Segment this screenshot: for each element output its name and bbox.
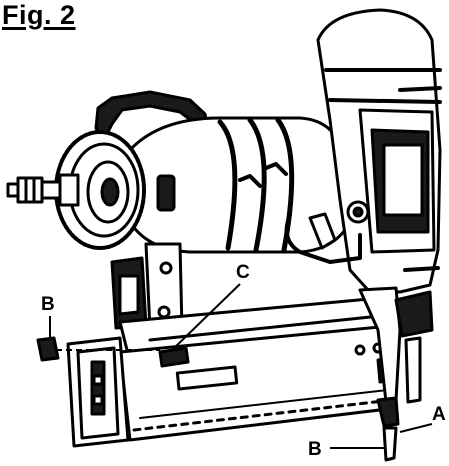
logo-plate bbox=[156, 174, 176, 212]
nose-tip bbox=[376, 396, 400, 428]
leader-a bbox=[399, 423, 433, 433]
magazine-window bbox=[175, 365, 239, 391]
callout-a: A bbox=[432, 404, 446, 425]
callout-c: C bbox=[236, 262, 250, 283]
leader-c bbox=[169, 283, 241, 353]
air-fitting bbox=[58, 173, 80, 207]
callout-b-bottom: B bbox=[308, 439, 322, 460]
trigger-guard bbox=[284, 213, 362, 264]
trigger bbox=[308, 212, 337, 250]
latch-piece bbox=[36, 336, 60, 362]
magazine-pusher bbox=[158, 346, 190, 368]
figure-title: Fig. 2 bbox=[2, 0, 76, 30]
callout-b-left: B bbox=[41, 294, 55, 315]
contact-trip bbox=[382, 426, 398, 462]
